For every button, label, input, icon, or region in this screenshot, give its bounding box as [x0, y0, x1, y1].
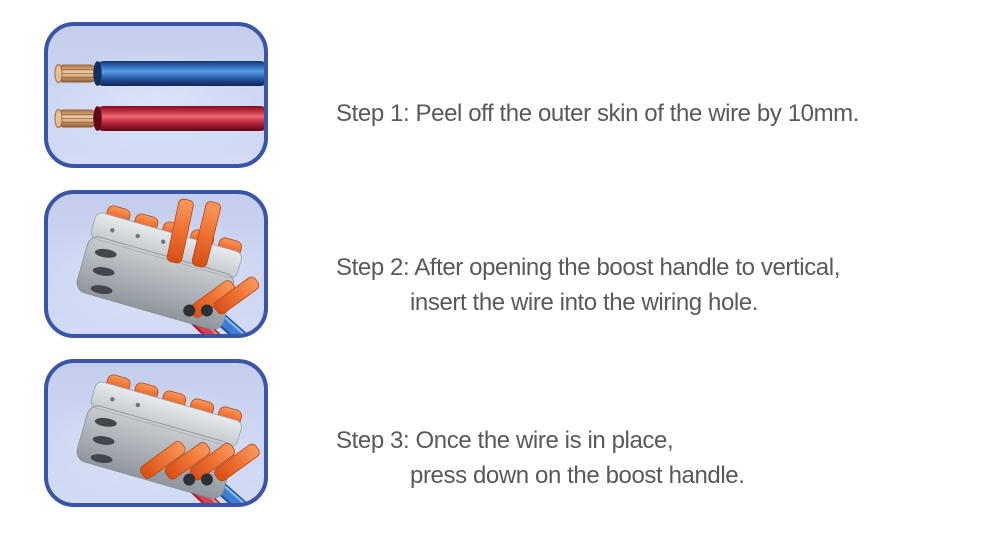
connector-body [76, 198, 260, 330]
step-2-line-1: Step 2: After opening the boost handle t… [336, 254, 840, 281]
step-3-line-1: Step 3: Once the wire is in place, [336, 427, 674, 454]
blue-wire [54, 61, 264, 86]
step-3-line-2: press down on the boost handle. [410, 462, 745, 489]
step-3-image-panel [44, 359, 268, 507]
copper-tip [54, 63, 63, 84]
wiring-hole [183, 304, 196, 317]
step-1-text: Step 1: Peel off the outer skin of the w… [336, 96, 859, 166]
step-2-text: Step 2: After opening the boost handle t… [336, 250, 840, 320]
step-2-line-2: insert the wire into the wiring hole. [410, 289, 759, 316]
connector-handles-open-illustration [76, 198, 260, 334]
side-slots [90, 248, 117, 295]
side-slots [90, 417, 117, 464]
wiring-hole [183, 473, 196, 486]
stripped-wires-illustration [54, 61, 264, 131]
step-2-image-panel [44, 190, 268, 338]
copper-tip [54, 108, 63, 129]
step-3-text: Step 3: Once the wire is in place, press… [336, 423, 745, 493]
connector-handles-closed-illustration [76, 374, 260, 503]
step-1-image-panel [44, 22, 268, 168]
step-1-line-1: Step 1: Peel off the outer skin of the w… [336, 100, 860, 127]
boost-handles-down [140, 441, 260, 482]
boost-handles-up [166, 198, 221, 268]
red-wire [54, 106, 264, 131]
wiring-hole [200, 304, 213, 317]
connector-body [76, 374, 260, 499]
wiring-hole [200, 473, 213, 486]
